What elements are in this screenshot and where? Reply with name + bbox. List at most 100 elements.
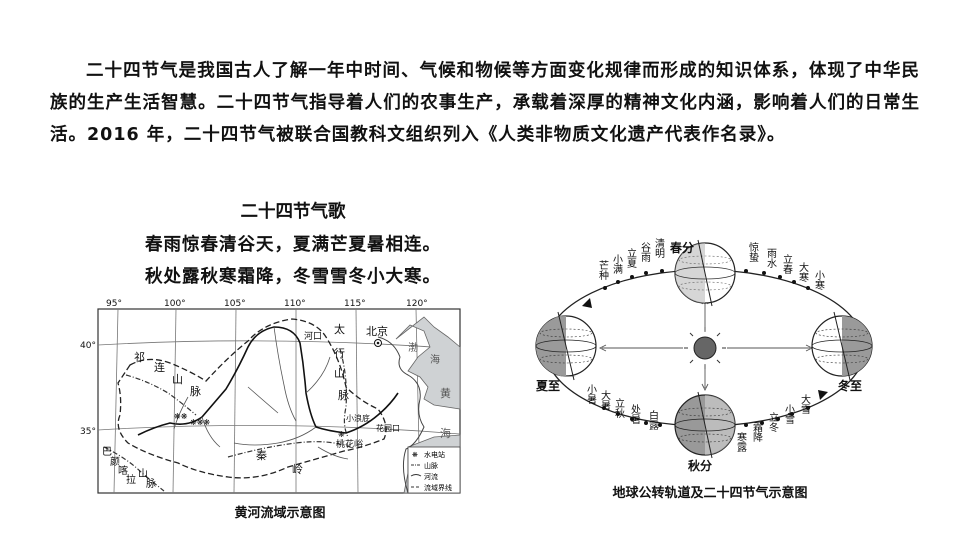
label-xiaolangdi: 小浪底 <box>346 413 370 423</box>
earth-autumn <box>674 391 736 459</box>
season-labels: 春分 夏至 秋分 冬至 <box>536 240 862 473</box>
label-taihang-3: 山 <box>334 367 345 380</box>
bayan-range <box>103 446 165 492</box>
label-qilian-1: 祁 <box>134 350 145 364</box>
longitude-label: 105° <box>224 299 246 309</box>
longitude-label: 120° <box>406 299 428 309</box>
latitude-label: 40° <box>80 341 96 351</box>
label-bayan-4: 拉 <box>126 473 136 486</box>
term-dot <box>616 280 620 284</box>
label-taihang-2: 行 <box>334 347 345 360</box>
longitude-label: 100° <box>164 299 186 309</box>
map-svg: ❋❋ ❋❋❋ ❋ 95° 100° 105° 110° 115° 120° 40… <box>80 299 461 494</box>
orbit-arrow <box>582 298 592 308</box>
label-autumn-equinox: 秋分 <box>688 458 712 473</box>
beijing-marker-dot <box>376 341 380 345</box>
label-bayan-1: 巴 <box>102 446 112 458</box>
term-dot <box>660 269 664 273</box>
label-taihang-1: 太 <box>334 323 345 336</box>
term-label: 立春 <box>781 253 793 275</box>
term-dot <box>806 286 810 290</box>
label-bayan-3: 喀 <box>118 464 128 477</box>
hydro-station-icon: ❋❋❋ <box>190 418 210 427</box>
hydro-stations: ❋❋ ❋❋❋ ❋ <box>174 412 345 439</box>
term-dot <box>658 423 662 427</box>
poem-title: 二十四节气歌 <box>240 202 346 222</box>
term-label: 雨水 <box>765 248 777 268</box>
term-dot <box>744 423 748 427</box>
solar-terms-poem: 二十四节气歌 春雨惊春清谷天，夏满芒夏暑相连。 秋处露秋寒霜降，冬雪雪冬小大寒。 <box>138 197 448 293</box>
legend-river-label: 河流 <box>424 472 438 481</box>
term-label: 立夏 <box>625 247 637 268</box>
map-graticule <box>97 308 461 494</box>
earth-orbit-diagram: 春分 夏至 秋分 冬至 芒种 小满 立夏 谷雨 清明 惊蛰 雨水 立春 大寒 小… <box>520 237 895 483</box>
longitude-label: 115° <box>344 299 366 309</box>
label-qilian-2: 连 <box>154 361 165 374</box>
label-huayuankou: 花园口 <box>376 423 400 433</box>
yellow-river <box>137 326 399 436</box>
term-dot <box>760 421 764 425</box>
taihang-range <box>339 348 349 438</box>
map-labels: 95° 100° 105° 110° 115° 120° 40° 35° 祁 连… <box>80 299 451 490</box>
label-bayan-6: 脉 <box>146 477 156 490</box>
coastline <box>377 336 425 494</box>
label-bayan-5: 山 <box>138 468 148 480</box>
term-label: 处暑 <box>629 404 641 424</box>
poem-line-1: 春雨惊春清谷天，夏满芒夏暑相连。 <box>145 235 441 255</box>
label-taihang-4: 脉 <box>338 388 349 402</box>
term-dot <box>762 271 766 275</box>
label-qinling-1: 秦 <box>256 448 267 462</box>
term-label: 白露 <box>647 409 659 431</box>
term-label: 立冬 <box>767 411 779 433</box>
label-huanghai-2: 海 <box>440 426 451 440</box>
sea-area <box>395 316 461 410</box>
orbit-caption: 地球公转轨道及二十四节气示意图 <box>612 486 808 501</box>
term-dot <box>644 271 648 275</box>
label-bayan-2: 颜 <box>110 455 120 468</box>
legend-river-swatch <box>410 474 422 477</box>
label-qilian-4: 脉 <box>190 384 201 398</box>
term-label: 大寒 <box>797 261 809 283</box>
label-beijing: 北京 <box>366 324 388 338</box>
label-spring-equinox: 春分 <box>669 240 694 255</box>
legend-hydro-label: 水电站 <box>424 450 445 459</box>
intro-passage: 二十四节气是我国古人了解一年中时间、气候和物候等方面变化规律而形成的知识体系，体… <box>50 55 920 151</box>
earth-winter <box>811 311 873 381</box>
term-dot <box>744 269 748 273</box>
term-label: 立秋 <box>613 397 625 419</box>
term-dot <box>630 275 634 279</box>
hydro-station-icon: ❋❋ <box>174 412 188 421</box>
term-label: 大暑 <box>599 389 611 410</box>
orbit-svg: 春分 夏至 秋分 冬至 芒种 小满 立夏 谷雨 清明 惊蛰 雨水 立春 大寒 小… <box>535 237 873 473</box>
term-dot <box>616 412 620 416</box>
term-dot <box>602 406 606 410</box>
term-label: 小满 <box>611 254 623 275</box>
longitude-label: 110° <box>284 299 306 309</box>
legend-box <box>407 446 461 494</box>
orbit-term-dots <box>602 269 810 427</box>
label-bohai-1: 渤 <box>408 341 418 354</box>
term-dot <box>790 412 794 416</box>
term-dot <box>778 275 782 279</box>
label-summer-solstice: 夏至 <box>536 379 560 393</box>
term-dot <box>806 406 810 410</box>
term-dot <box>792 280 796 284</box>
term-label: 芒种 <box>597 259 609 281</box>
term-dot <box>644 421 648 425</box>
term-label: 清明 <box>653 238 665 259</box>
label-huanghai-1: 黄 <box>440 386 451 400</box>
longitude-label: 95° <box>106 299 122 309</box>
label-hekou: 河口 <box>304 330 322 342</box>
term-label: 大雪 <box>799 393 811 415</box>
orbit-arrow <box>818 390 828 400</box>
term-label: 谷雨 <box>639 242 651 263</box>
label-winter-solstice: 冬至 <box>838 378 862 393</box>
label-bohai-2: 海 <box>430 353 440 366</box>
solar-term-labels: 芒种 小满 立夏 谷雨 清明 惊蛰 雨水 立春 大寒 小寒 小暑 大暑 立秋 处… <box>585 237 825 453</box>
term-label: 霜降 <box>751 422 763 443</box>
legend-mountain-label: 山脉 <box>424 461 438 470</box>
earth-summer <box>535 311 597 381</box>
legend-hydro-icon: ❋ <box>412 451 418 459</box>
label-qinling-2: 岭 <box>292 462 303 476</box>
term-label: 小寒 <box>813 270 825 291</box>
